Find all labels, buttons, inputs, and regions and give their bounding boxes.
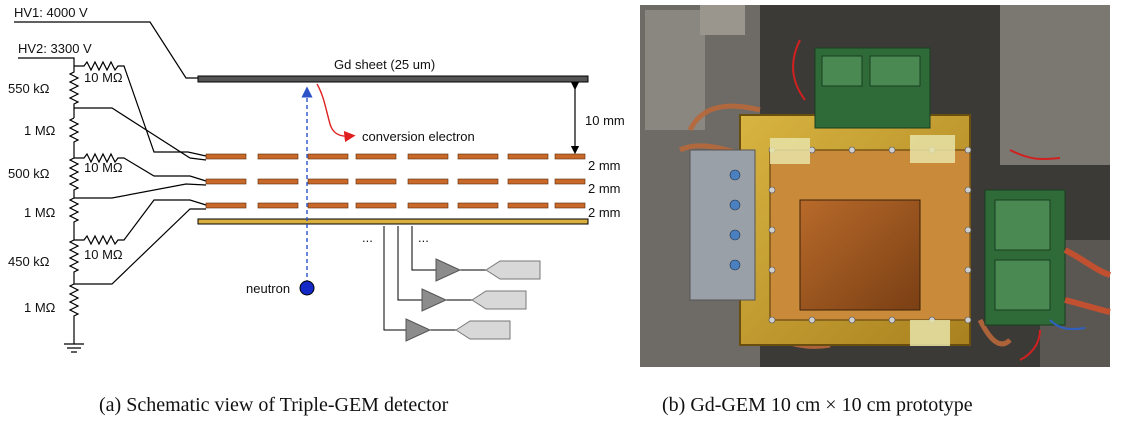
resistor-500k: [68, 157, 80, 198]
resistor-1m-c: [68, 283, 80, 338]
resistor-10m-c: [74, 199, 207, 246]
r10m-label-a: 10 MΩ: [84, 70, 123, 85]
gd-sheet-label: Gd sheet (25 um): [334, 57, 435, 72]
gem-foils: [205, 153, 586, 209]
neutron-label: neutron: [246, 281, 290, 296]
gem-foil-1: [205, 153, 586, 160]
readout-electronics: ... ...: [362, 226, 541, 342]
r10m-label-b: 10 MΩ: [84, 160, 123, 175]
resistor-550k: [68, 66, 80, 108]
r1m-label-a: 1 MΩ: [24, 123, 56, 138]
r1m-label-c: 1 MΩ: [24, 300, 56, 315]
caption-a: (a) Schematic view of Triple-GEM detecto…: [99, 394, 449, 416]
caption-b: (b) Gd-GEM 10 cm × 10 cm prototype: [662, 394, 973, 416]
gd-sheet: [197, 75, 589, 83]
pcb-right: [984, 189, 1066, 326]
r10m-label-c: 10 MΩ: [84, 247, 123, 262]
resistor-1m-a: [68, 117, 80, 158]
gap1-label: 2 mm: [588, 158, 621, 173]
gem-foil-2: [205, 178, 586, 185]
pcb-top: [814, 47, 931, 129]
schematic-panel: HV1: 4000 V HV2: 3300 V: [8, 5, 625, 353]
neutron-dot: [299, 280, 315, 296]
bias-circuit: [14, 21, 207, 353]
gem-foil-3: [205, 202, 586, 209]
resistor-10m-a: [74, 60, 207, 157]
amplifier-3: [405, 318, 511, 342]
ellipsis-right: ...: [418, 230, 429, 245]
resistor-1m-b: [68, 197, 80, 240]
ellipsis-left: ...: [362, 230, 373, 245]
r500k-label: 500 kΩ: [8, 166, 50, 181]
gap2-label: 2 mm: [588, 181, 621, 196]
hv1-label: HV1: 4000 V: [14, 5, 88, 20]
conversion-electron-label: conversion electron: [362, 129, 475, 144]
hv2-label: HV2: 3300 V: [18, 41, 92, 56]
readout-board: [197, 218, 589, 225]
resistor-10m-b: [74, 152, 207, 182]
prototype-photo: [640, 5, 1112, 367]
active-window: [799, 199, 921, 311]
amplifier-1: [435, 258, 541, 282]
amplifier-2: [421, 288, 527, 312]
r1m-label-b: 1 MΩ: [24, 205, 56, 220]
r550k-label: 550 kΩ: [8, 81, 50, 96]
resistor-450k: [68, 239, 80, 284]
electron-path: [316, 83, 356, 143]
gap3-label: 2 mm: [588, 205, 621, 220]
r450k-label: 450 kΩ: [8, 254, 50, 269]
ground-symbol: [64, 338, 84, 353]
drift-gap-label: 10 mm: [585, 113, 625, 128]
